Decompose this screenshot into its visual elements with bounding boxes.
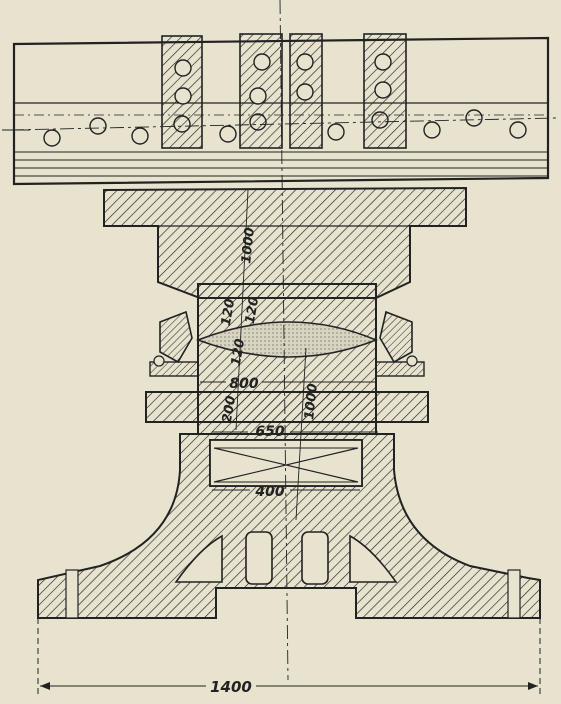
- dimension-lines: [37, 381, 541, 696]
- dim-base-width: 400: [254, 484, 284, 500]
- press-base: [37, 433, 541, 619]
- dim-spacing-120-b: 120: [243, 296, 262, 325]
- dim-vertical-1000-lower: 1000: [302, 383, 321, 421]
- dim-plate-width: 650: [255, 424, 284, 440]
- dimension-labels: 1400 400 650 800 120 120 120 200 1000 10…: [210, 227, 321, 696]
- upper-press-head: [103, 186, 467, 299]
- dim-overall-width: 1400: [210, 678, 252, 696]
- dim-thickness-200: 200: [220, 395, 239, 424]
- dim-vertical-1000-upper: 1000: [239, 227, 258, 265]
- dim-upper-diameter: 800: [229, 376, 258, 392]
- dim-spacing-120-a: 120: [219, 298, 238, 327]
- center-lines: [235, 0, 307, 681]
- dim-spacing-120-c: 120: [229, 338, 248, 367]
- upper-crosshead: [2, 33, 557, 186]
